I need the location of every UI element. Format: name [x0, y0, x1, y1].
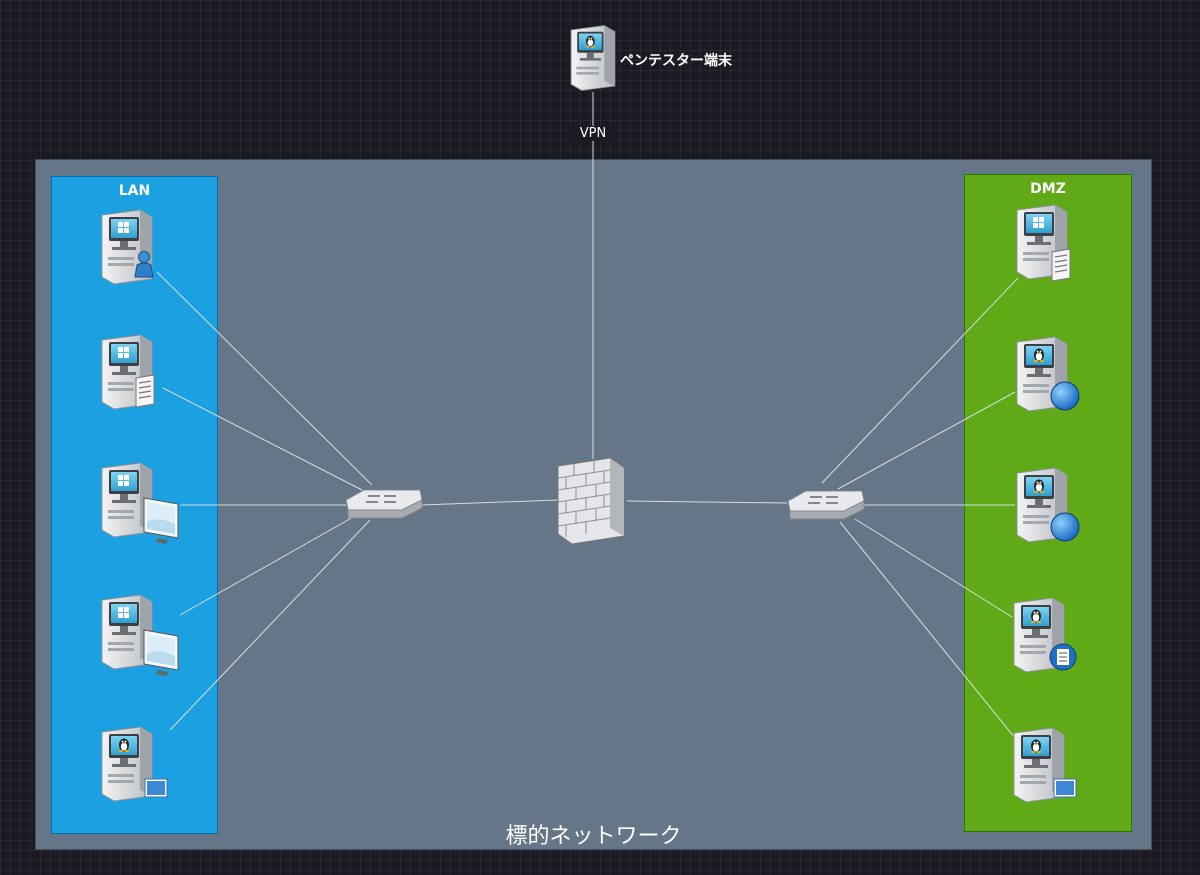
lan-host-3[interactable] — [100, 460, 182, 550]
linux-terminal-server-icon — [1013, 727, 1077, 803]
linux-web-server-icon — [1016, 467, 1080, 543]
dmz-host-2[interactable] — [1015, 334, 1085, 414]
link-firewall-dmz-switch — [626, 500, 788, 504]
pentester-label: ペンテスター端末 — [620, 53, 732, 69]
link-lan-switch-firewall — [420, 499, 559, 506]
link-dmz-host-2 — [837, 391, 1016, 490]
link-dmz-host-1 — [821, 277, 1019, 484]
workstation-monitor-icon — [143, 629, 179, 677]
globe-icon — [1050, 381, 1080, 411]
switch-icon — [345, 489, 423, 519]
windows-workstation-icon — [101, 462, 179, 545]
dmz-title: DMZ — [1030, 181, 1066, 197]
linux-server-icon — [570, 25, 616, 91]
terminal-icon — [144, 778, 168, 798]
lan-switch[interactable] — [344, 486, 424, 524]
firewall-icon — [557, 457, 625, 545]
windows-workstation-icon — [101, 594, 179, 677]
lan-host-5[interactable] — [100, 724, 174, 804]
dmz-host-3[interactable] — [1015, 465, 1085, 545]
vpn-label: VPN — [570, 126, 616, 141]
document-icon — [1051, 248, 1071, 282]
lan-host-4[interactable] — [100, 592, 182, 682]
windows-file-server-icon — [1016, 204, 1071, 282]
linux-document-server-icon — [1013, 597, 1077, 673]
link-lan-host-5 — [169, 519, 371, 731]
link-dmz-host-5 — [839, 521, 1016, 739]
windows-user-server-icon — [101, 209, 154, 285]
lan-title: LAN — [118, 183, 151, 199]
dmz-host-1[interactable] — [1015, 202, 1081, 286]
lan-host-2[interactable] — [100, 332, 166, 412]
globe-icon — [1050, 512, 1080, 542]
linux-web-server-icon — [1016, 336, 1080, 412]
pentester-terminal[interactable] — [566, 23, 620, 93]
lan-host-1[interactable] — [100, 207, 164, 287]
dmz-host-5[interactable] — [1012, 725, 1086, 805]
firewall[interactable] — [554, 456, 630, 546]
dmz-switch[interactable] — [786, 487, 866, 525]
linux-terminal-server-icon — [101, 726, 168, 802]
link-lan-host-1 — [156, 271, 373, 486]
document-badge-icon — [1049, 643, 1077, 671]
link-dmz-host-4 — [854, 518, 1013, 618]
target-network-label: 標的ネットワーク — [505, 824, 682, 849]
workstation-monitor-icon — [143, 497, 179, 545]
dmz-host-4[interactable] — [1012, 595, 1082, 675]
link-lan-host-2 — [162, 387, 363, 491]
switch-icon — [787, 490, 865, 520]
document-icon — [135, 374, 155, 408]
link-lan-host-4 — [179, 515, 356, 616]
terminal-icon — [1053, 778, 1077, 798]
windows-file-server-icon — [101, 334, 155, 410]
